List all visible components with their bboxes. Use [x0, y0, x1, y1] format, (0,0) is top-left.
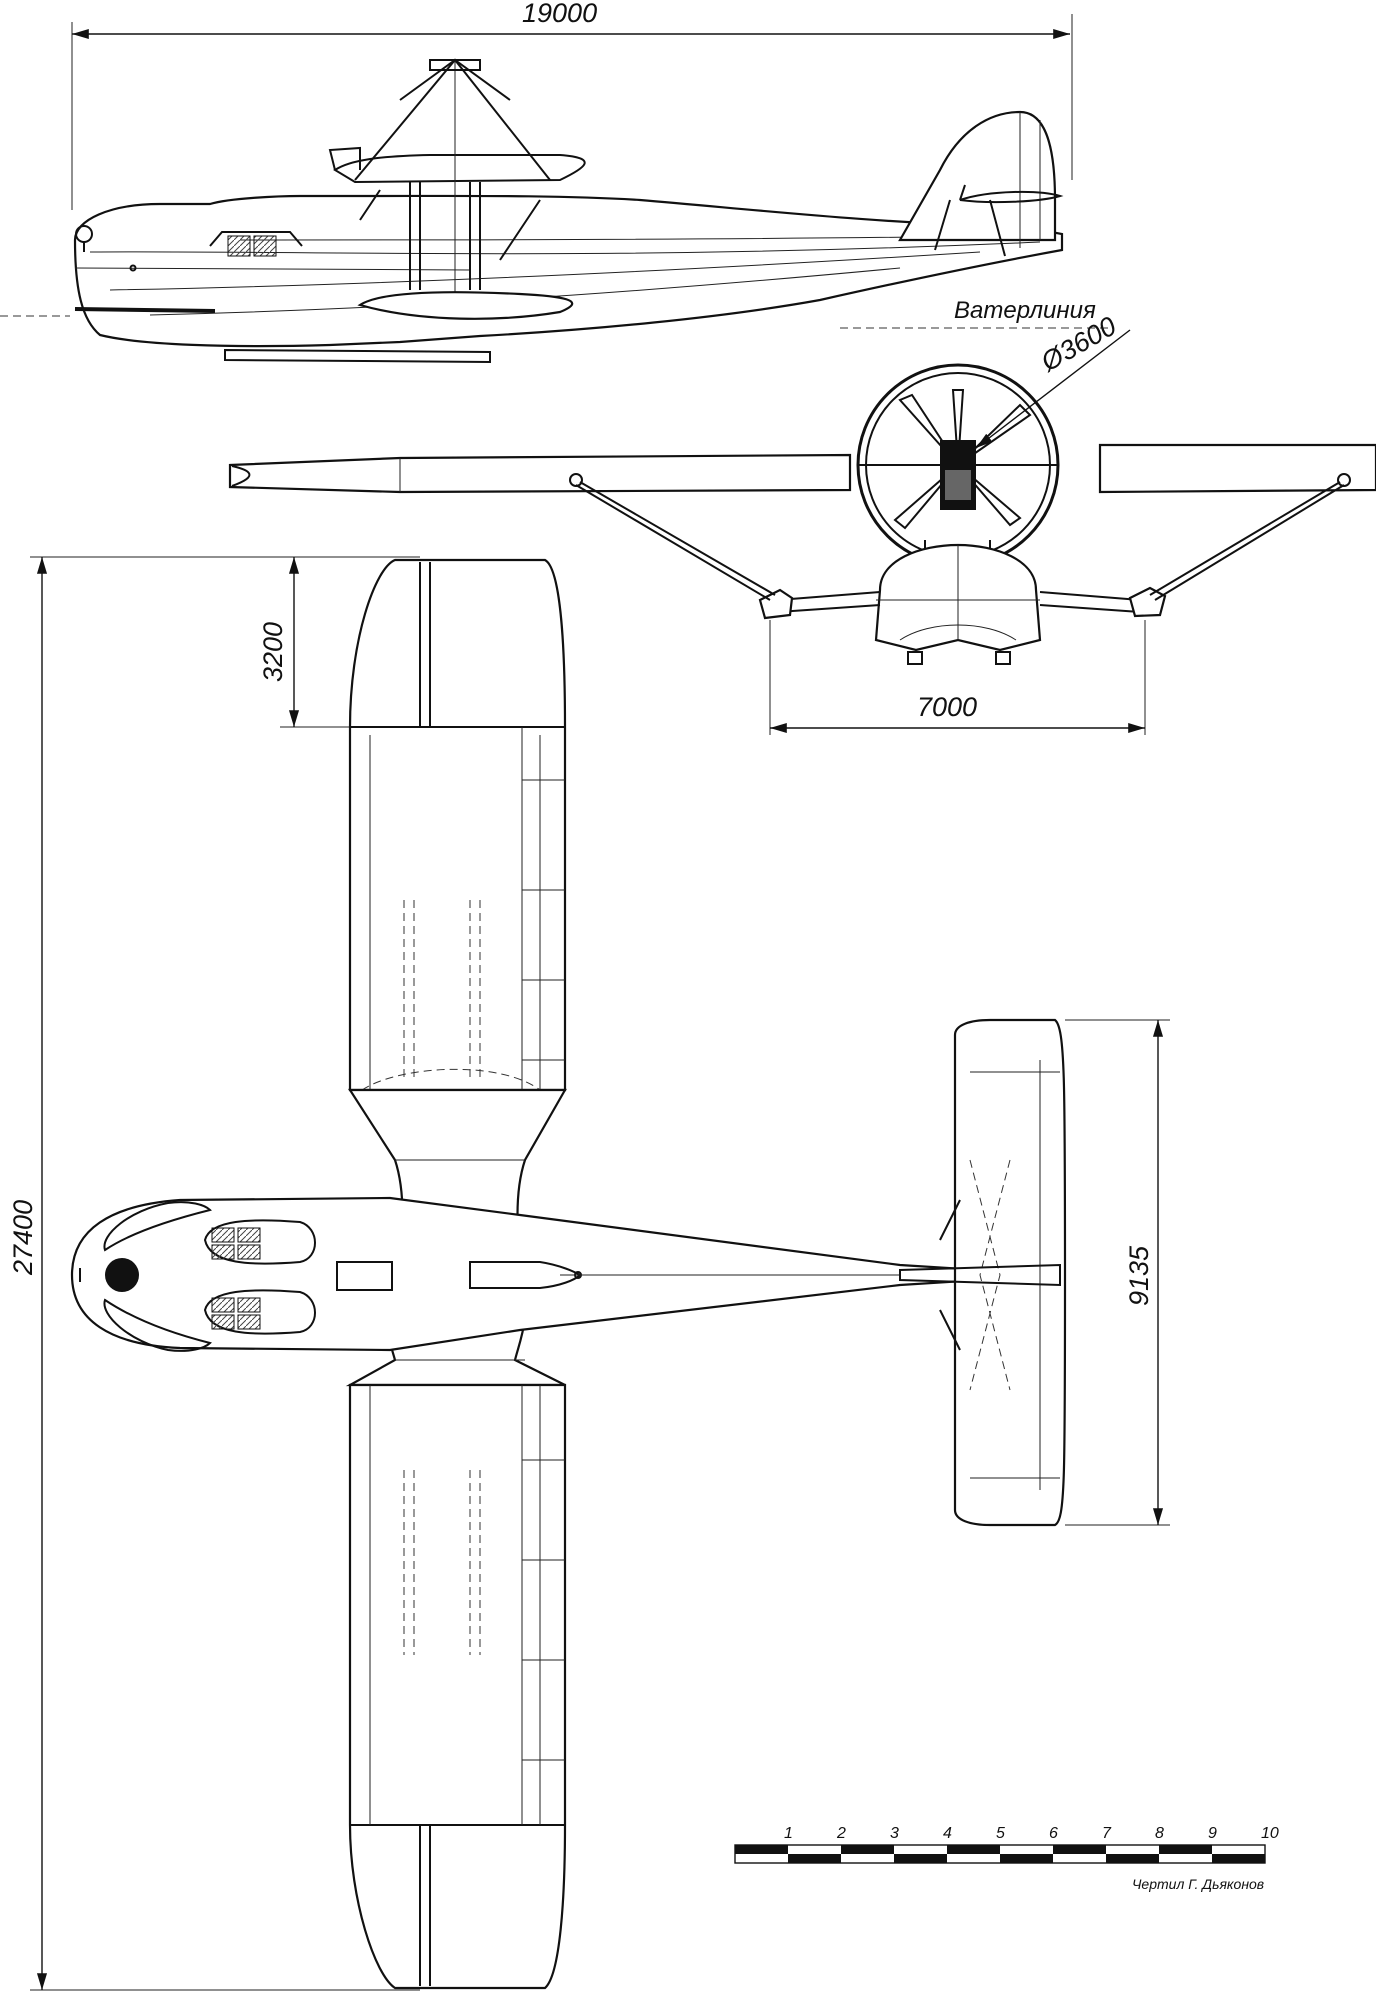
scale-bar-tick-label: 8: [1155, 1825, 1164, 1842]
tailplane: [953, 1018, 1067, 1527]
lower-wing: [348, 1383, 567, 1990]
side-view: 19000 Ватерлиния: [0, 0, 1110, 364]
scale-bar-tick-label: 9: [1208, 1825, 1217, 1842]
top-view: 27400 3200 4000: [8, 556, 1170, 1991]
signature-label: Чертил Г. Дьяконов: [1132, 1876, 1264, 1892]
scale-bar-tick-label: 4: [943, 1825, 952, 1842]
scale-bar-segment: [894, 1854, 947, 1863]
waterline-label: Ватерлиния: [954, 297, 1096, 324]
scale-bar-segment: [1000, 1854, 1053, 1863]
span-dimension-label: 27400: [8, 1200, 38, 1276]
scale-bar-segment: [1159, 1845, 1212, 1854]
wing-tip-dimension-label: 3200: [258, 622, 288, 682]
upper-wing: [348, 558, 567, 1092]
scale-bar-tick-label: 6: [1049, 1825, 1058, 1842]
track-dimension-label: 7000: [917, 692, 977, 722]
scale-bar-segment: [788, 1854, 841, 1863]
scale-bar-segment: [841, 1845, 894, 1854]
scale-bar-tick-label: 10: [1261, 1825, 1279, 1842]
scale-bar: 1 2 3 4 5 6 7 8 9 10 Чертил Г. Дьяконов: [734, 1825, 1279, 1892]
scale-bar-segment: [1053, 1845, 1106, 1854]
hull-side: [73, 194, 1064, 348]
scale-bar-tick-label: 7: [1102, 1825, 1112, 1842]
scale-bar-segment: [947, 1845, 1000, 1854]
scale-bar-tick-label: 2: [836, 1825, 846, 1842]
tail-span-dimension-label: 9135: [1124, 1245, 1154, 1306]
scale-bar-tick-label: 1: [784, 1825, 793, 1842]
scale-bar-tick-label: 5: [996, 1825, 1005, 1842]
length-dimension-label: 19000: [522, 0, 597, 28]
scale-bar-segment: [1106, 1854, 1159, 1863]
scale-bar-segment: [735, 1845, 788, 1854]
scale-bar-segment: [1212, 1854, 1265, 1863]
scale-bar-tick-label: 3: [890, 1825, 899, 1842]
